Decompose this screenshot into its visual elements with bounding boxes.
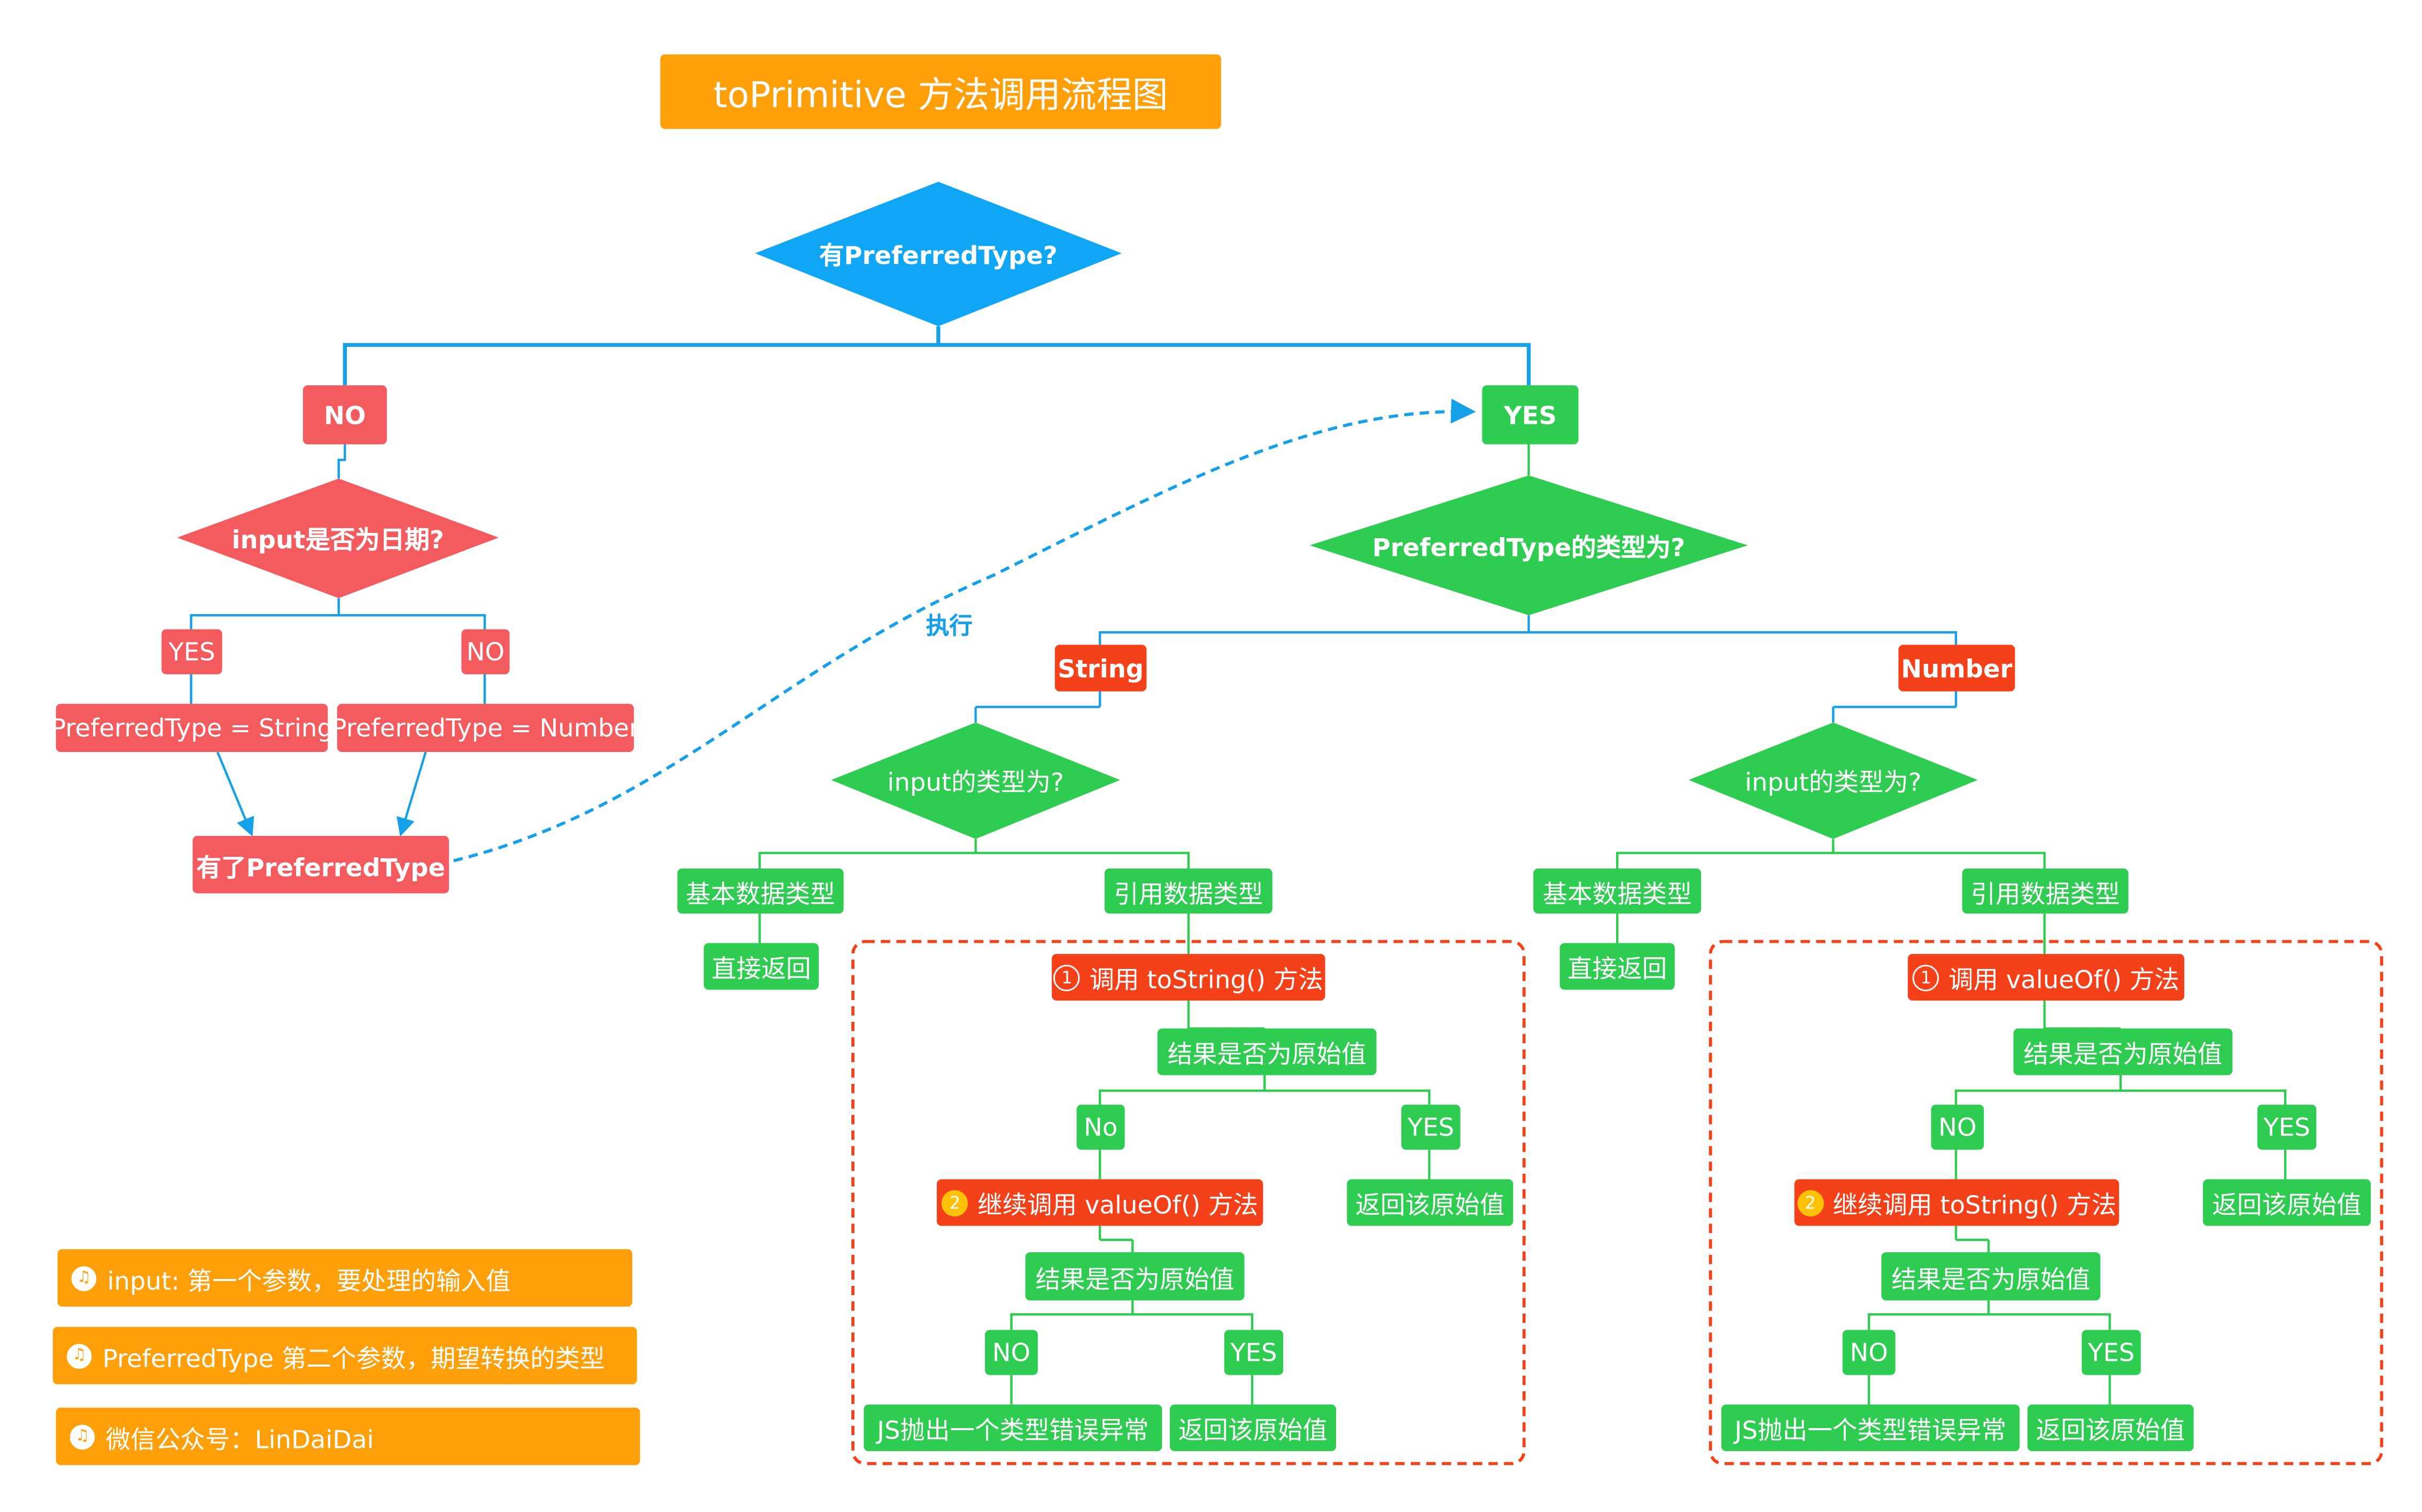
string-step2: 2 继续调用 valueOf() 方法 — [936, 1179, 1263, 1226]
no-connector — [337, 444, 346, 479]
string-yes2: YES — [1224, 1330, 1284, 1375]
date-yes-label: YES — [161, 629, 222, 674]
root-question: 有PreferredType? — [819, 241, 1058, 270]
number-step1: 1 调用 valueOf() 方法 — [1907, 953, 2185, 1001]
number-check1: 结果是否为原始值 — [2013, 1028, 2233, 1075]
number-primitive: 基本数据类型 — [1533, 869, 1702, 914]
number-yes1-result: 返回该原始值 — [2203, 1179, 2371, 1226]
step-number-icon: 2 — [942, 1189, 968, 1216]
number-no2-result: JS抛出一个类型错误异常 — [1721, 1404, 2020, 1452]
number-yes1: YES — [2257, 1104, 2317, 1150]
note-wechat-text: 微信公众号：LinDaiDai — [105, 1424, 374, 1454]
string-label: String — [1054, 645, 1147, 692]
number-no2: NO — [1842, 1330, 1896, 1375]
date-diamond — [177, 478, 499, 599]
string-step1: 1 调用 toString() 方法 — [1052, 953, 1325, 1001]
step-number-icon: 1 — [1913, 964, 1939, 991]
bell-icon: ♫ — [67, 1343, 92, 1368]
number-check2: 结果是否为原始值 — [1881, 1252, 2101, 1301]
number-step2: 2 继续调用 toString() 方法 — [1794, 1179, 2120, 1226]
number-label: Number — [1898, 645, 2015, 692]
no-label: NO — [302, 385, 387, 445]
number-yes2: YES — [2082, 1330, 2141, 1375]
string-step2-text: 继续调用 valueOf() 方法 — [977, 1190, 1259, 1220]
string-input-diamond — [831, 722, 1120, 839]
arrow-string-to-merge — [216, 751, 254, 837]
date-branch-connector — [190, 614, 486, 630]
root-diamond — [755, 182, 1122, 327]
bell-icon: ♫ — [71, 1265, 97, 1291]
type-question: PreferredType的类型为? — [1372, 533, 1686, 563]
string-check1: 结果是否为原始值 — [1157, 1028, 1377, 1075]
yes-label: YES — [1482, 385, 1579, 445]
note-input-text: input: 第一个参数，要处理的输入值 — [107, 1265, 511, 1295]
execute-label: 执行 — [926, 612, 973, 640]
arrow-number-to-merge — [397, 751, 427, 837]
note-input: ♫ input: 第一个参数，要处理的输入值 — [57, 1249, 633, 1307]
note-preferred-type: ♫ PreferredType 第二个参数，期望转换的类型 — [52, 1327, 637, 1385]
number-reference: 引用数据类型 — [1962, 869, 2129, 914]
note-preferred-type-text: PreferredType 第二个参数，期望转换的类型 — [102, 1343, 605, 1373]
step-number-icon: 2 — [1797, 1189, 1824, 1216]
bell-icon: ♫ — [69, 1424, 95, 1449]
number-result: PreferredType = Number — [332, 703, 639, 752]
string-no1: No — [1076, 1104, 1125, 1150]
string-no2: NO — [985, 1330, 1038, 1375]
execute-arrow — [453, 398, 1476, 863]
date-no-label: NO — [461, 629, 510, 674]
root-connector — [343, 343, 1531, 385]
string-yes1: YES — [1401, 1104, 1461, 1150]
number-input-diamond — [1688, 722, 1978, 839]
string-yes1-result: 返回该原始值 — [1347, 1179, 1513, 1226]
number-no1: NO — [1931, 1104, 1984, 1150]
string-reference: 引用数据类型 — [1104, 869, 1272, 914]
string-no2-result: JS抛出一个类型错误异常 — [864, 1404, 1162, 1452]
string-primitive-result: 直接返回 — [703, 943, 819, 990]
string-step1-text: 调用 toString() 方法 — [1089, 965, 1323, 995]
number-input-question: input的类型为? — [1745, 767, 1922, 797]
number-yes2-result: 返回该原始值 — [2027, 1404, 2194, 1452]
page-title: toPrimitive 方法调用流程图 — [660, 54, 1221, 129]
string-input-question: input的类型为? — [887, 767, 1064, 797]
string-check2: 结果是否为原始值 — [1025, 1252, 1245, 1301]
step-number-icon: 1 — [1053, 964, 1081, 991]
string-primitive: 基本数据类型 — [677, 869, 844, 914]
number-step1-text: 调用 valueOf() 方法 — [1948, 965, 2179, 995]
string-yes2-result: 返回该原始值 — [1169, 1404, 1337, 1452]
number-step2-text: 继续调用 toString() 方法 — [1833, 1190, 2117, 1220]
note-wechat: ♫ 微信公众号：LinDaiDai — [56, 1407, 640, 1466]
merge-node: 有了PreferredType — [192, 835, 449, 894]
string-result: PreferredType = String — [51, 703, 333, 752]
date-question: input是否为日期? — [231, 525, 444, 555]
number-primitive-result: 直接返回 — [1559, 943, 1675, 990]
